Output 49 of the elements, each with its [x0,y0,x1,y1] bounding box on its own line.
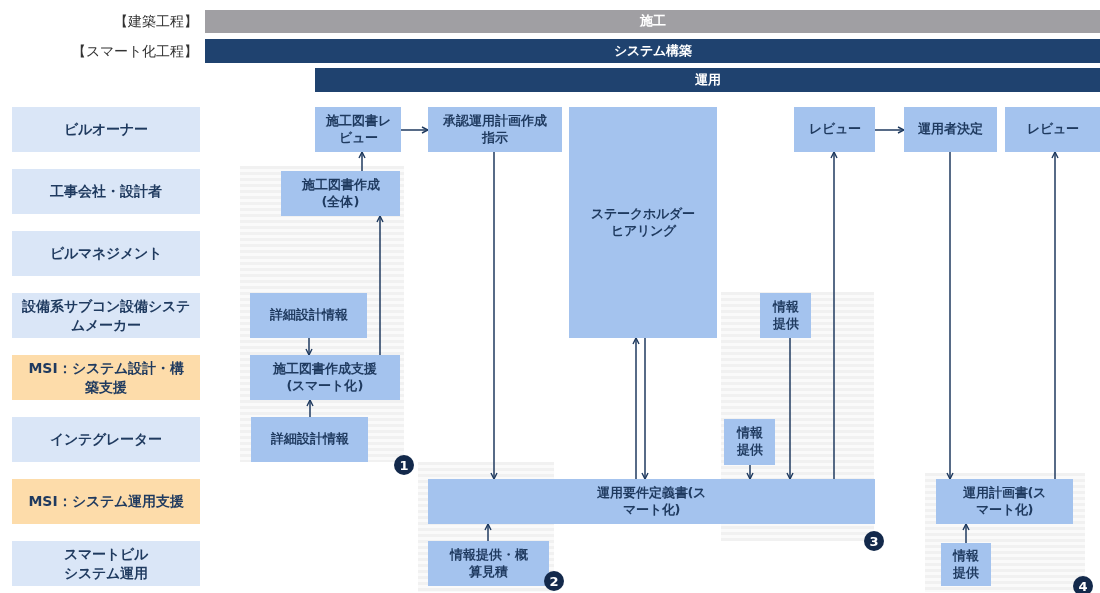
arrow [1051,151,1059,480]
process-box: 運用要件定義書(スマート化) [428,479,875,524]
process-box: 施工図書作成支援(スマート化) [250,355,400,400]
lane-header: インテグレーター [12,417,200,462]
process-box: 詳細設計情報 [250,293,367,338]
process-box: 運用計画書(スマート化) [936,479,1073,524]
lane-header: 設備系サブコン設備システムメーカー [12,293,200,338]
arrow [641,337,649,480]
arrow [830,151,838,480]
process-box: 情報提供 [760,293,811,338]
process-box: 詳細設計情報 [251,417,368,462]
process-box: 運用者決定 [904,107,997,152]
process-box: 情報提供 [724,419,775,465]
lane-header: スマートビルシステム運用 [12,541,200,586]
callout-number: 4 [1073,576,1093,593]
phase-bar: システム構築 [205,39,1100,63]
arrow [376,215,384,356]
callout-number: 2 [544,571,564,591]
row-label: 【建築工程】 [114,12,198,31]
lane-header: MSI：システム設計・構築支援 [12,355,200,400]
arrow [632,337,640,480]
arrow [746,464,754,480]
process-box: ステークホルダーヒアリング [569,107,717,338]
phase-bar: 運用 [315,68,1100,92]
row-label: 【スマート化工程】 [72,42,198,61]
lane-header: 工事会社・設計者 [12,169,200,214]
arrow [400,126,429,134]
callout-number: 3 [864,531,884,551]
lane-header: ビルオーナー [12,107,200,152]
process-box: 情報提供 [941,543,991,586]
process-box: 施工図書レビュー [315,107,401,152]
phase-bar: 施工 [205,10,1100,33]
arrow [305,337,313,356]
arrow [874,126,905,134]
lane-header: ビルマネジメント [12,231,200,276]
arrow [306,399,314,418]
arrow [490,151,498,480]
callout-number: 1 [394,455,414,475]
arrow [358,151,366,172]
process-box: レビュー [1005,107,1100,152]
arrow [962,523,970,544]
process-box: レビュー [794,107,875,152]
process-box: 情報提供・概算見積 [428,541,549,586]
arrow [786,337,794,480]
process-box: 承認運用計画作成指示 [428,107,562,152]
arrow [484,523,492,542]
lane-header: MSI：システム運用支援 [12,479,200,524]
process-box: 施工図書作成(全体) [281,171,400,216]
arrow [946,151,954,480]
